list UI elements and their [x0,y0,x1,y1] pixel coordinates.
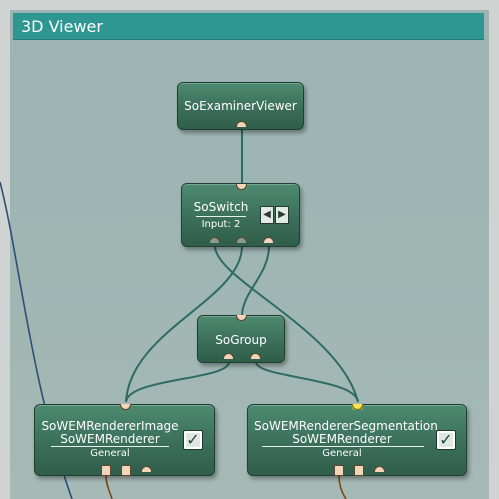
input-port-2[interactable] [263,237,274,244]
switch-input-field: Input: 2 [192,219,250,231]
triangle-left-icon[interactable]: ◀ [260,206,274,224]
node-instance-name: SoWEMRendererImage [41,419,179,433]
title-underline [262,446,424,447]
input-port-square-1[interactable] [121,465,131,476]
checkmark-icon[interactable]: ✓ [436,430,456,450]
triangle-right-icon[interactable]: ▶ [275,206,289,224]
title-underline [51,446,169,447]
connection-group-image [125,361,230,403]
node-instance-name: SoWEMRendererSegmentation [254,419,438,433]
input-port-1[interactable] [250,353,261,360]
input-port-square-1[interactable] [354,465,364,476]
node-so-wem-renderer-image[interactable]: SoWEMRendererImage SoWEMRenderer General… [34,404,215,476]
input-port-0[interactable] [223,353,234,360]
input-port-square-0[interactable] [101,465,111,476]
node-title: SoGroup [215,333,267,347]
input-port-0[interactable] [209,237,220,244]
node-so-switch[interactable]: SoSwitch Input: 2 ◀ ▶ [181,183,300,247]
node-category: General [322,448,362,459]
checkmark-icon[interactable]: ✓ [183,430,203,450]
node-type-name: SoWEMRenderer [60,432,160,446]
node-type-name: SoWEMRenderer [292,432,392,446]
connection-switch-2 [241,245,270,317]
input-port-round[interactable] [374,466,385,473]
title-underline [196,216,246,217]
connection-switch-1 [125,245,243,403]
connection-switch-0 [214,245,359,403]
connection-group-seg [255,361,359,403]
node-title: SoSwitch [193,200,249,214]
input-port-round[interactable] [141,466,152,473]
external-wire-seg-out [338,475,347,499]
node-category: General [90,448,130,459]
node-title: SoExaminerViewer [184,99,297,113]
switch-input-value: 2 [234,219,241,230]
external-wire-image-out [105,475,113,499]
input-port-square-0[interactable] [334,465,344,476]
window-title: 3D Viewer [13,13,484,40]
switch-stepper: ◀ ▶ [260,206,290,224]
input-port-1[interactable] [236,237,247,244]
input-port[interactable] [236,121,247,128]
switch-input-label: Input: [201,219,231,230]
node-so-group[interactable]: SoGroup [197,315,285,363]
